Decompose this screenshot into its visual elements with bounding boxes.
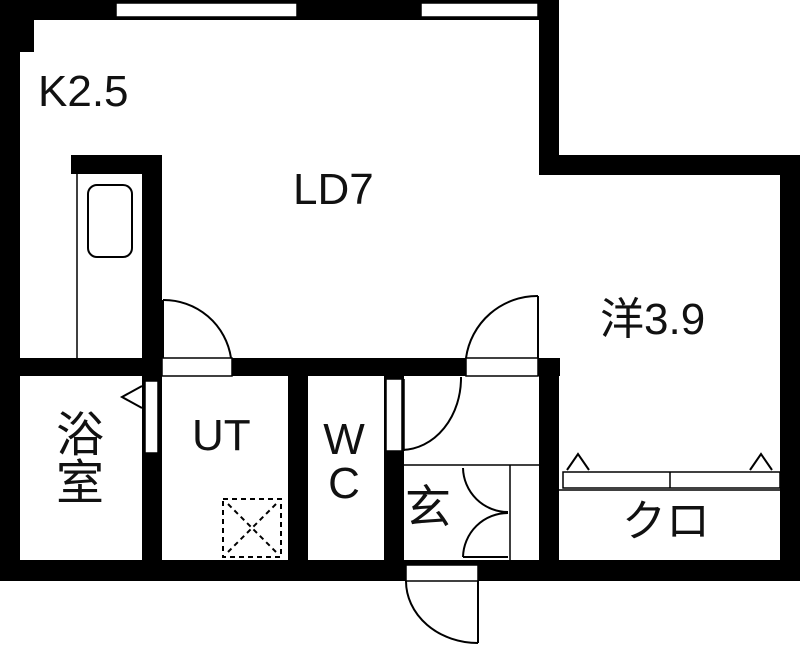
windows [115, 2, 539, 18]
washer-pan-icon [222, 498, 282, 558]
room-label-western-room: 洋3.9 [600, 295, 706, 344]
room-label-entrance: 玄 [405, 481, 451, 533]
room-label-kitchen: K2.5 [38, 67, 129, 116]
room-label-living-dining: LD7 [293, 165, 374, 214]
bathroom-label-line2: 室 [55, 457, 104, 510]
toilet-label-line2: C [328, 459, 360, 508]
room-label-bathroom: 浴 室 [52, 412, 108, 508]
door-ld-hall [465, 294, 539, 377]
front-door [405, 564, 479, 644]
door-bath-ut [119, 380, 159, 454]
room-label-toilet: W C [314, 418, 374, 506]
triangle-marker-icon [566, 452, 590, 471]
bathtub-icon [87, 184, 133, 258]
entrance-area [404, 464, 539, 560]
bathroom-label-line1: 浴 [55, 409, 104, 462]
door-wc [385, 376, 463, 452]
toilet-label-line1: W [323, 415, 365, 464]
walls [0, 0, 800, 581]
door-ld-ut [161, 298, 233, 377]
room-label-utility: UT [192, 411, 251, 460]
bath-unit [76, 174, 133, 358]
triangle-marker-icon [749, 452, 773, 471]
room-label-closet: クロ [622, 497, 710, 546]
closet-doors [559, 452, 781, 491]
